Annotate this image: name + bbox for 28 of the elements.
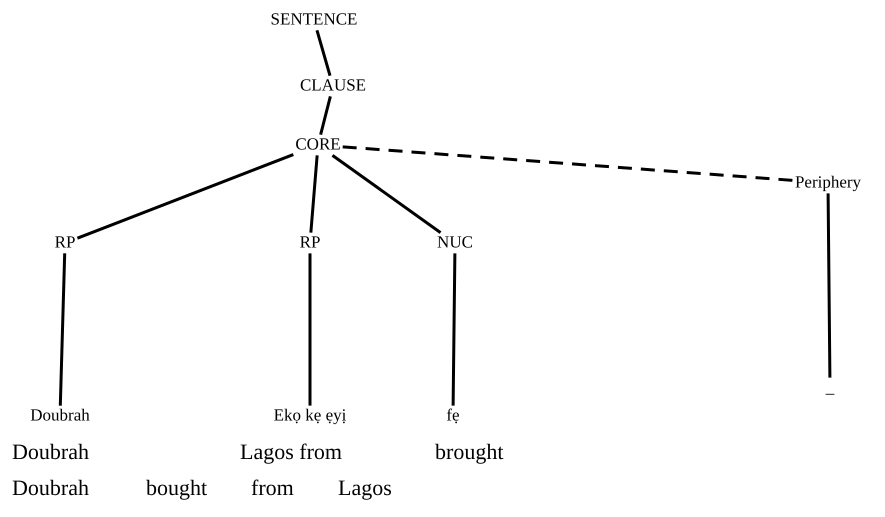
tree-node-label: fẹ	[444, 406, 462, 426]
tree-node-label: CLAUSE	[298, 76, 368, 96]
tree-branch-line	[826, 193, 832, 378]
gloss-text: Doubrah	[12, 476, 89, 500]
tree-branch-line	[332, 154, 442, 234]
tree-branch-line	[319, 96, 332, 136]
tree-node-label: CORE	[293, 134, 343, 156]
gloss-text: from	[251, 476, 294, 500]
tree-branch-line	[342, 145, 794, 182]
tree-branch-line	[58, 253, 66, 406]
tree-node-label: Ekọ kẹ ẹyị	[272, 406, 348, 426]
gloss-text: Lagos from	[240, 440, 342, 464]
gloss-text: Lagos	[338, 476, 392, 500]
tree-node-label: Doubrah	[28, 406, 92, 426]
tree-node-label: RP	[298, 232, 322, 254]
tree-node-label: SENTENCE	[268, 10, 360, 30]
tree-branch-line	[76, 153, 294, 240]
gloss-text: Doubrah	[12, 440, 89, 464]
tree-branch-line	[316, 30, 332, 76]
tree-node-label: NUC	[435, 232, 475, 254]
tree-branch-line	[309, 155, 319, 233]
gloss-text: brought	[435, 440, 504, 464]
tree-node-label: RP	[52, 232, 78, 254]
tree-node-label: _	[824, 378, 836, 398]
gloss-text: bought	[146, 476, 208, 500]
tree-branch-line	[308, 253, 312, 406]
tree-node-label: Periphery	[792, 172, 864, 194]
tree-branch-line	[452, 253, 456, 406]
